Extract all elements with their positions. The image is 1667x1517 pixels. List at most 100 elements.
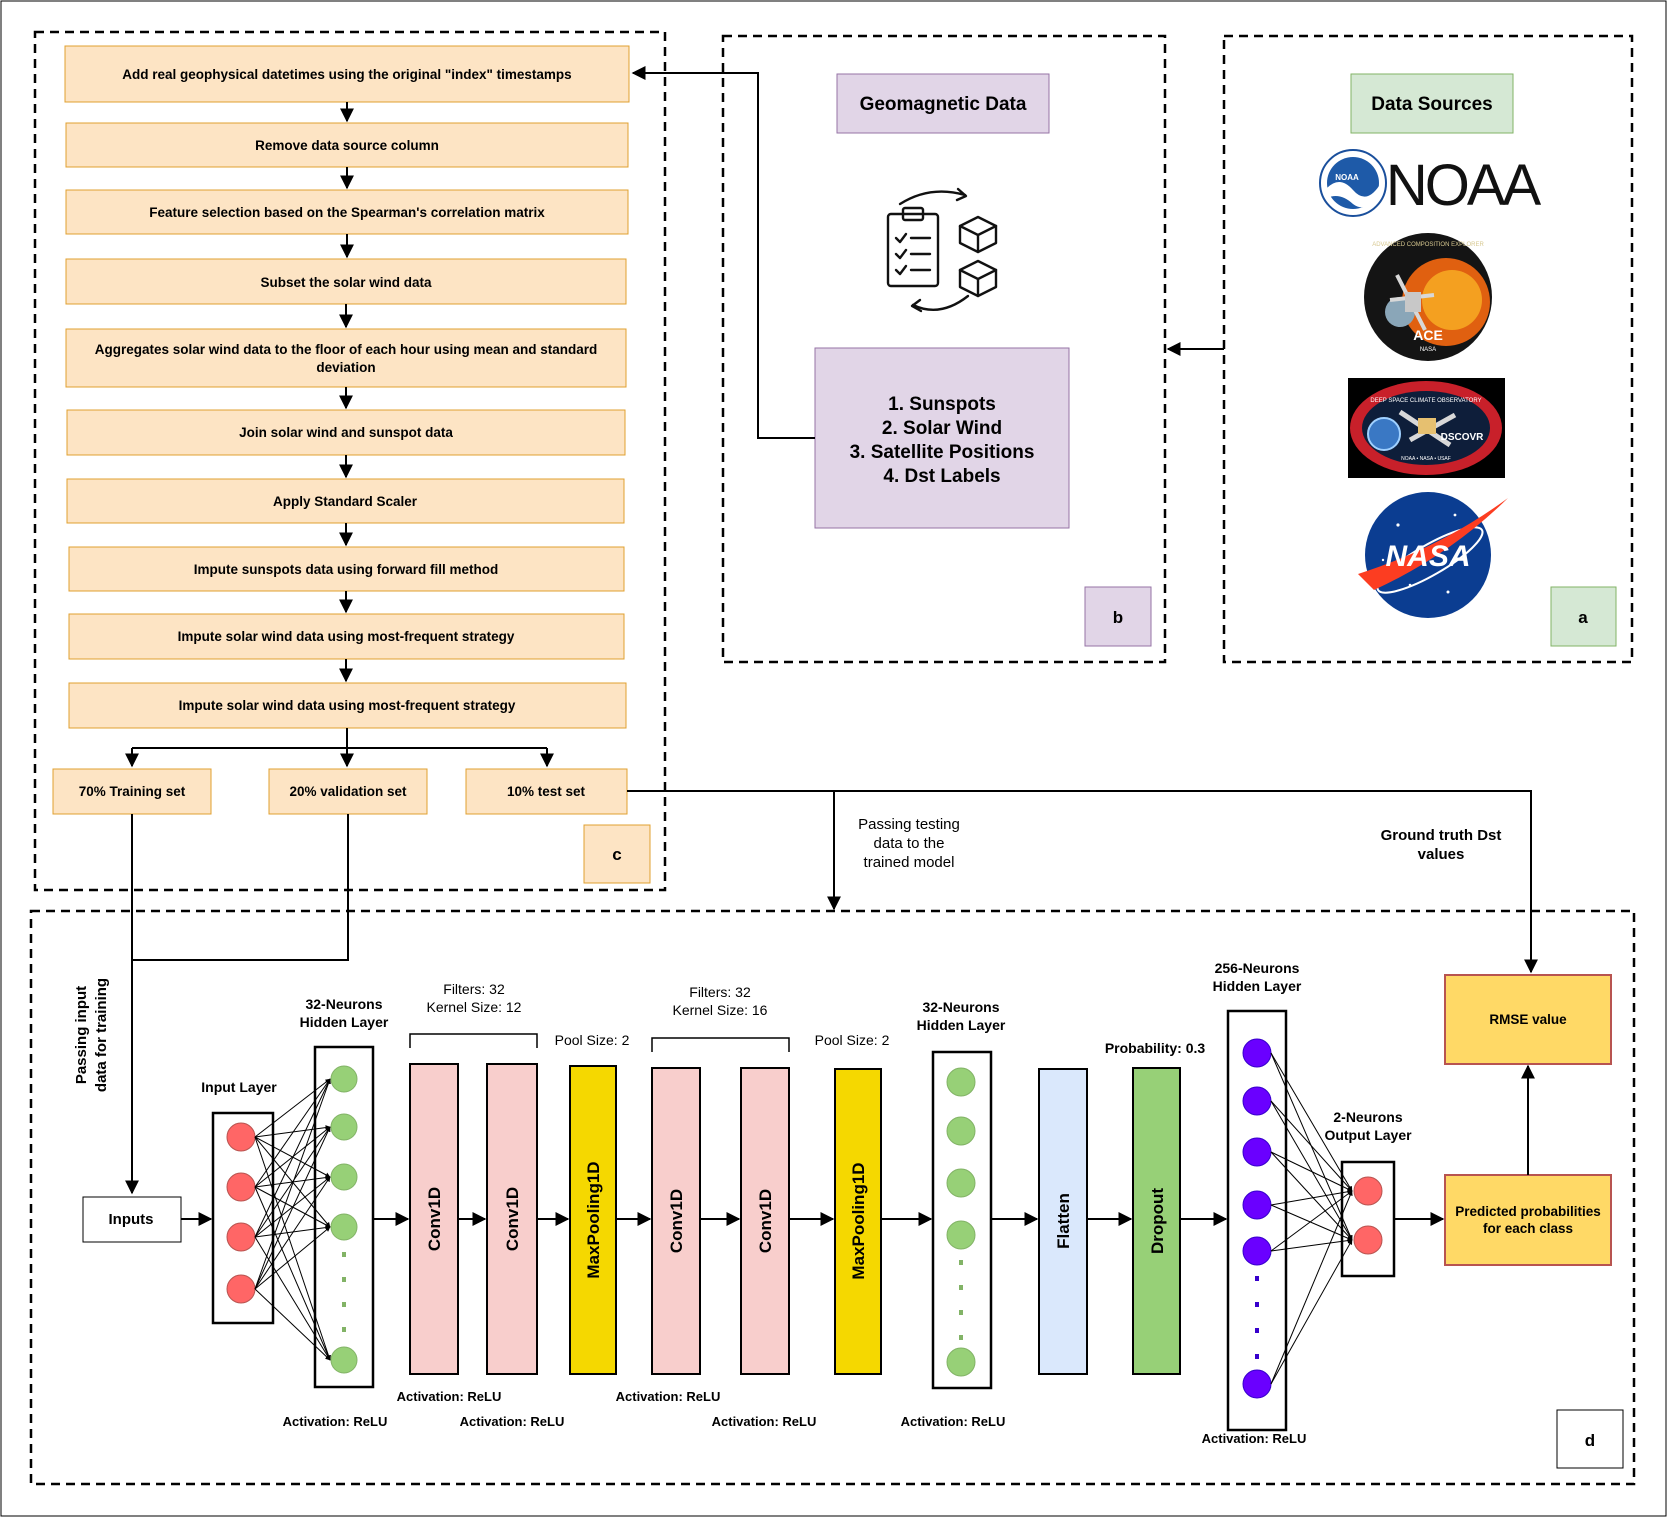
filters-2-label-1: Filters: 32 bbox=[689, 984, 751, 1000]
flatten-block: Flatten bbox=[1038, 1068, 1088, 1375]
activation-label-4: Activation: ReLU bbox=[616, 1389, 721, 1404]
probability-label: Probability: 0.3 bbox=[1105, 1040, 1206, 1056]
panel-a-tag: a bbox=[1550, 586, 1617, 647]
ground-truth-label-2: values bbox=[1418, 846, 1465, 863]
test-set-label: 10% test set bbox=[507, 784, 586, 799]
rmse-label: RMSE value bbox=[1489, 1012, 1567, 1027]
step-arrows bbox=[125, 102, 554, 768]
svg-text:MaxPooling1D: MaxPooling1D bbox=[849, 1162, 868, 1279]
hidden-3-label-1: 256-Neurons bbox=[1215, 960, 1300, 976]
svg-text:a: a bbox=[1578, 608, 1588, 627]
validation-set-box: 20% validation set bbox=[268, 768, 428, 815]
step-9-box: Impute solar wind data using most-freque… bbox=[68, 613, 625, 660]
dscovr-logo: DEEP SPACE CLIMATE OBSERVATORY DSCOVR NO… bbox=[1348, 378, 1505, 478]
hidden-1-label-2: Hidden Layer bbox=[300, 1014, 389, 1030]
hidden-2-neurons bbox=[946, 1067, 976, 1377]
input-layer-label: Input Layer bbox=[201, 1079, 277, 1095]
svg-text:Dropout: Dropout bbox=[1148, 1188, 1167, 1254]
passing-input-label-1: Passing input bbox=[73, 986, 90, 1084]
step-2-box: Remove data source column bbox=[65, 122, 629, 168]
svg-text:d: d bbox=[1585, 1431, 1595, 1450]
hidden-1-neurons bbox=[330, 1065, 358, 1374]
filters-2-label-2: Kernel Size: 16 bbox=[673, 1002, 768, 1018]
inputs-label: Inputs bbox=[109, 1211, 154, 1228]
step-7-box: Apply Standard Scaler bbox=[66, 478, 625, 524]
conv1d-block-3: Conv1D bbox=[651, 1067, 701, 1375]
svg-text:MaxPooling1D: MaxPooling1D bbox=[584, 1161, 603, 1278]
noaa-wordmark: NOAA bbox=[1386, 153, 1542, 218]
item-sunspots: 1. Sunspots bbox=[888, 394, 996, 415]
nasa-logo: NASA bbox=[1358, 492, 1508, 618]
filters-2-bracket bbox=[651, 1037, 790, 1052]
arrow-data-to-preprocessing bbox=[631, 66, 815, 439]
step-10-box: Impute solar wind data using most-freque… bbox=[68, 682, 627, 729]
step-7-label: Apply Standard Scaler bbox=[273, 494, 418, 509]
pool-2-label: Pool Size: 2 bbox=[815, 1032, 890, 1048]
svg-text:NOAA: NOAA bbox=[1335, 173, 1359, 182]
data-sources-title: Data Sources bbox=[1371, 94, 1492, 115]
svg-text:b: b bbox=[1113, 608, 1123, 627]
predicted-label-1: Predicted probabilities bbox=[1455, 1204, 1601, 1219]
dscovr-ring-text: DEEP SPACE CLIMATE OBSERVATORY bbox=[1370, 398, 1481, 404]
step-3-box: Feature selection based on the Spearman'… bbox=[65, 189, 629, 235]
predicted-box: Predicted probabilities for each class bbox=[1444, 1174, 1612, 1266]
svg-text:Conv1D: Conv1D bbox=[425, 1187, 444, 1251]
step-6-label: Join solar wind and sunspot data bbox=[239, 425, 453, 440]
hidden-2-ellipsis bbox=[959, 1260, 963, 1340]
svg-text:Flatten: Flatten bbox=[1054, 1193, 1073, 1249]
panel-d-border bbox=[29, 909, 1636, 1486]
step-5-box: Aggregates solar wind data to the floor … bbox=[65, 328, 627, 388]
activation-label-6: Activation: ReLU bbox=[901, 1414, 1006, 1429]
hidden-1-ellipsis bbox=[342, 1252, 346, 1332]
predicted-label-2: for each class bbox=[1483, 1221, 1573, 1236]
maxpooling1d-block-1: MaxPooling1D bbox=[569, 1065, 617, 1375]
rmse-box: RMSE value bbox=[1444, 974, 1612, 1065]
hidden-3-label-2: Hidden Layer bbox=[1213, 978, 1302, 994]
panel-c-tag: c bbox=[583, 824, 651, 884]
data-sources-title-box: Data Sources bbox=[1350, 73, 1514, 134]
maxpooling1d-block-2: MaxPooling1D bbox=[834, 1068, 882, 1375]
step-5-label-line2: deviation bbox=[316, 360, 375, 375]
step-5-label: Aggregates solar wind data to the floor … bbox=[95, 342, 598, 357]
ace-sub-text: NASA bbox=[1420, 347, 1436, 353]
network-flow-arrows bbox=[181, 1064, 1535, 1226]
conv1d-block-2: Conv1D bbox=[486, 1063, 538, 1375]
activation-label-1: Activation: ReLU bbox=[397, 1389, 502, 1404]
geomagnetic-data-title-box: Geomagnetic Data bbox=[836, 73, 1050, 134]
activation-label-2: Activation: ReLU bbox=[283, 1414, 388, 1429]
step-9-label: Impute solar wind data using most-freque… bbox=[178, 629, 515, 644]
item-satellite-positions: 3. Satellite Positions bbox=[850, 442, 1035, 463]
hidden-2-box bbox=[931, 1050, 993, 1390]
passing-input-label-2: data for training bbox=[93, 978, 110, 1092]
filters-1-label-2: Kernel Size: 12 bbox=[427, 999, 522, 1015]
svg-text:Conv1D: Conv1D bbox=[503, 1187, 522, 1251]
hidden-2-label-2: Hidden Layer bbox=[917, 1017, 1006, 1033]
passing-testing-label-1: Passing testing bbox=[858, 816, 960, 833]
panel-c-border bbox=[33, 30, 667, 892]
inputs-box: Inputs bbox=[82, 1196, 182, 1243]
conv1d-block-1: Conv1D bbox=[409, 1063, 459, 1375]
dropout-block: Dropout bbox=[1132, 1067, 1181, 1375]
step-6-box: Join solar wind and sunspot data bbox=[66, 409, 626, 456]
step-1-box: Add real geophysical datetimes using the… bbox=[64, 45, 630, 103]
step-8-box: Impute sunspots data using forward fill … bbox=[68, 546, 625, 592]
svg-text:Conv1D: Conv1D bbox=[667, 1189, 686, 1253]
step-10-label: Impute solar wind data using most-freque… bbox=[179, 698, 516, 713]
item-solar-wind: 2. Solar Wind bbox=[882, 418, 1002, 439]
ace-text: ACE bbox=[1413, 327, 1443, 343]
step-4-box: Subset the solar wind data bbox=[65, 258, 627, 305]
step-2-label: Remove data source column bbox=[255, 138, 439, 153]
output-label-1: 2-Neurons bbox=[1333, 1109, 1402, 1125]
step-4-label: Subset the solar wind data bbox=[260, 275, 432, 290]
conv1d-block-4: Conv1D bbox=[740, 1067, 790, 1375]
hidden-to-output-connections bbox=[1270, 1052, 1353, 1385]
activation-label-7: Activation: ReLU bbox=[1202, 1431, 1307, 1446]
activation-label-3: Activation: ReLU bbox=[460, 1414, 565, 1429]
hidden-2-label-1: 32-Neurons bbox=[922, 999, 999, 1015]
step-3-label: Feature selection based on the Spearman'… bbox=[149, 205, 545, 220]
passing-testing-label-3: trained model bbox=[864, 854, 955, 871]
svg-text:c: c bbox=[612, 845, 621, 864]
ace-ring-text: ADVANCED COMPOSITION EXPLORER bbox=[1372, 242, 1484, 248]
activation-label-5: Activation: ReLU bbox=[712, 1414, 817, 1429]
